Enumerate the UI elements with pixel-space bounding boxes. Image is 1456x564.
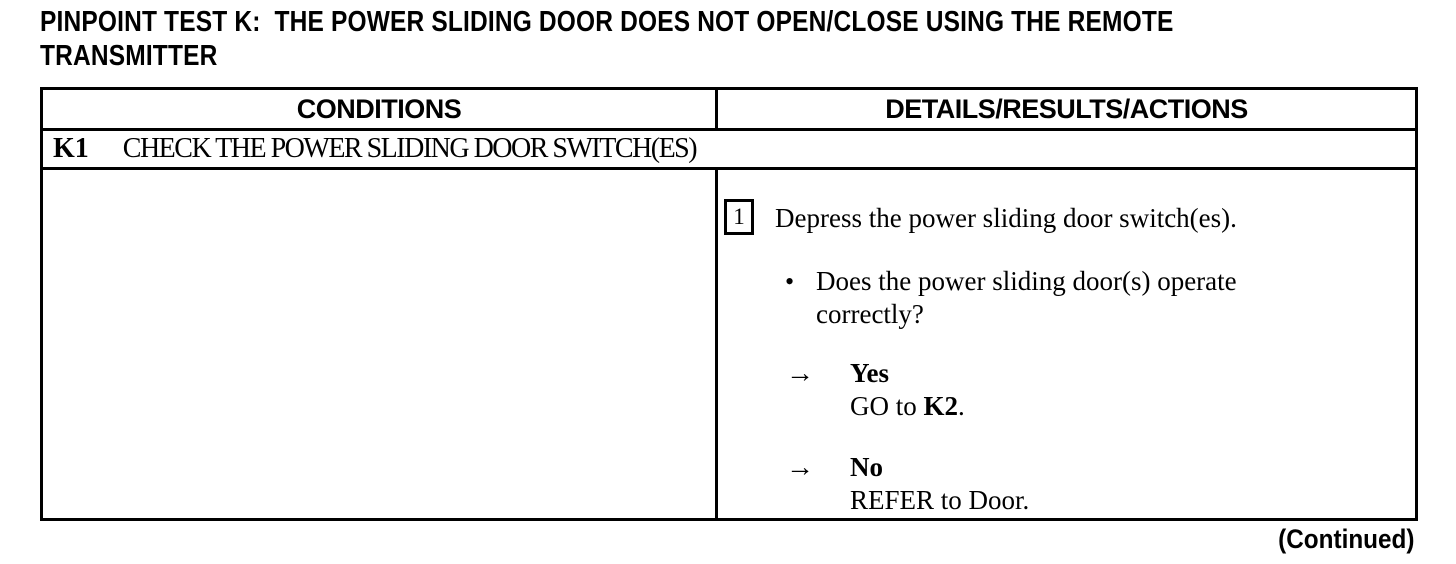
result-yes-action-target: K2 [923,391,959,421]
result-no-content: No REFER to Door. [850,451,1029,517]
result-yes-block: → Yes GO to K2. [786,357,1415,423]
result-no-action-text: REFER to Door. [850,485,1030,515]
numbered-step: 1 Depress the power sliding door switch(… [724,199,1415,235]
step-number-box: 1 [724,199,754,235]
result-yes-content: Yes GO to K2. [850,357,965,423]
pinpoint-test-table: CONDITIONS DETAILS/RESULTS/ACTIONS K1 CH… [40,87,1418,521]
result-no-block: → No REFER to Door. [786,451,1415,517]
page-title-line2: TRANSMITTER [40,40,218,72]
test-step-row: K1 CHECK THE POWER SLIDING DOOR SWITCH(E… [43,131,1415,170]
continued-note: (Continued) [1277,524,1414,554]
test-step-id: K1 [53,133,89,164]
result-yes-action: GO to K2. [850,390,965,423]
details-cell: 1 Depress the power sliding door switch(… [718,170,1415,518]
test-step-title: CHECK THE POWER SLIDING DOOR SWITCH(ES) [122,133,698,164]
result-yes-answer: Yes [850,358,889,388]
step-instruction: Depress the power sliding door switch(es… [775,203,1237,233]
question-line: • Does the power sliding door(s) operate… [785,265,1415,331]
table-body-row: 1 Depress the power sliding door switch(… [43,170,1415,518]
result-no-action: REFER to Door. [850,484,1029,517]
column-header-conditions: CONDITIONS [43,90,718,128]
bullet-icon: • [785,267,795,296]
page-title-line1: PINPOINT TEST K: THE POWER SLIDING DOOR … [40,6,1174,38]
arrow-right-icon: → [786,452,814,483]
column-header-details-results-actions: DETAILS/RESULTS/ACTIONS [885,93,1248,124]
result-yes-action-text: GO to [850,391,924,421]
page-title: PINPOINT TEST K: THE POWER SLIDING DOOR … [40,5,1174,73]
table-header-row: CONDITIONS DETAILS/RESULTS/ACTIONS [43,90,1415,131]
arrow-right-icon: → [786,358,814,389]
conditions-cell [43,170,718,518]
result-yes-action-suffix: . [958,391,965,421]
result-no-answer: No [850,452,883,482]
question-text: Does the power sliding door(s) operate c… [816,266,1237,329]
